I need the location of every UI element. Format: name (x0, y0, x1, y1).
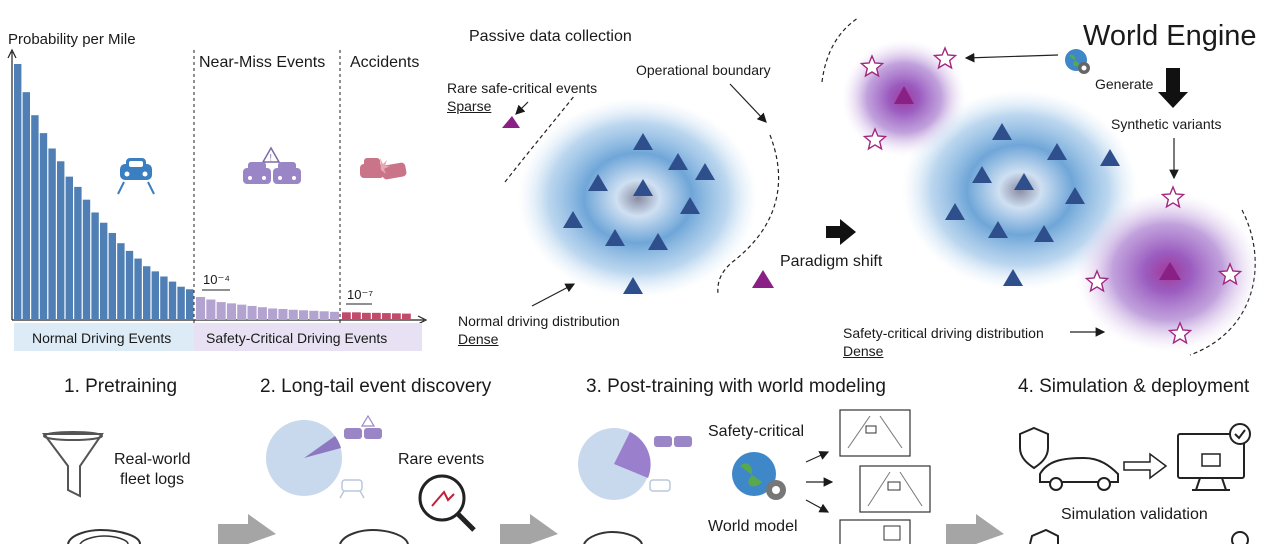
sim-validation-text: Simulation validation (1061, 506, 1208, 524)
bar-1-11 (309, 311, 318, 320)
step-3-title: 3. Post-training with world modeling (586, 376, 886, 398)
bar-0-17 (160, 276, 167, 320)
bar-0-14 (134, 259, 141, 320)
bar-0-18 (169, 282, 176, 320)
pie-chart-post (578, 428, 651, 500)
bar-0-16 (152, 271, 159, 320)
chart-ylabel: Probability per Mile (8, 31, 136, 48)
bar-1-1 (206, 300, 215, 320)
bar-0-3 (40, 133, 47, 320)
bar-1-7 (268, 308, 277, 320)
band-safety-label: Safety-Critical Driving Events (206, 330, 387, 346)
paradigm-shift-label: Paradigm shift (780, 253, 882, 271)
bar-1-4 (237, 305, 246, 320)
scenario-sketch-1 (840, 410, 910, 456)
fleet-logs-line2: fleet logs (120, 471, 184, 489)
bar-2-1 (352, 312, 361, 320)
svg-text:!: ! (270, 153, 273, 163)
pie-cars-icon (344, 416, 382, 439)
bar-1-13 (330, 312, 339, 320)
bar-0-9 (91, 212, 98, 320)
bar-0-15 (143, 266, 150, 320)
bar-0-0 (14, 64, 21, 320)
bar-1-6 (258, 307, 267, 320)
magnifier-icon (420, 476, 474, 530)
rare-events-text: Rare events (398, 451, 484, 469)
rare-event-triangle (502, 116, 520, 128)
bar-2-0 (342, 312, 351, 320)
rare-event-triangle-outside (752, 270, 774, 288)
world-model-globe-icon (732, 452, 786, 500)
accidents-label: Accidents (350, 54, 419, 72)
bar-1-5 (248, 306, 257, 320)
step-1-title: 1. Pretraining (64, 376, 177, 398)
accident-probability-marker: 10⁻⁷ (347, 287, 373, 303)
bar-0-6 (66, 177, 73, 320)
world-engine-title: World Engine (1083, 20, 1257, 53)
rare-events-label: Rare safe-critical events (447, 80, 597, 96)
bar-0-11 (109, 233, 116, 320)
bar-2-4 (382, 313, 391, 320)
bar-0-4 (48, 148, 55, 320)
near-miss-label: Near-Miss Events (199, 54, 325, 72)
bar-1-3 (227, 303, 236, 320)
bar-2-2 (362, 313, 371, 320)
bar-0-7 (74, 187, 81, 320)
bar-1-8 (278, 309, 287, 320)
bar-0-1 (23, 92, 30, 320)
bar-0-20 (186, 289, 193, 320)
pie-chart-rare (266, 420, 342, 496)
generate-arrow (1158, 68, 1188, 108)
bar-0-8 (83, 200, 90, 320)
bar-1-10 (299, 310, 308, 320)
normal-dist-label: Normal driving distribution (458, 313, 620, 329)
band-normal-label: Normal Driving Events (32, 330, 171, 346)
bar-2-6 (402, 314, 411, 320)
safety-critical-text: Safety-critical (708, 423, 804, 441)
post-pie-cars-icon (654, 436, 692, 447)
gray-arrow-3 (946, 514, 1004, 544)
normal-distribution-cloud (518, 98, 758, 298)
bar-2-5 (392, 313, 401, 320)
passive-title: Passive data collection (469, 28, 632, 46)
monitor-check-icon (1178, 424, 1250, 490)
bar-0-12 (117, 243, 124, 320)
bar-1-12 (320, 311, 329, 320)
bar-0-2 (31, 115, 38, 320)
shield-car-icon (1020, 428, 1118, 490)
gray-arrow-2 (500, 514, 558, 544)
near-miss-cars-icon: ! (243, 148, 301, 184)
bar-1-2 (217, 302, 226, 320)
bar-2-3 (372, 313, 381, 320)
bar-0-19 (177, 287, 184, 320)
synthetic-variants-label: Synthetic variants (1111, 116, 1222, 132)
bar-0-13 (126, 251, 133, 320)
rare-events-sparse: Sparse (447, 98, 491, 114)
fleet-logs-line1: Real-world (114, 451, 190, 469)
normal-car-icon (118, 158, 154, 194)
operational-boundary-label: Operational boundary (636, 62, 771, 78)
safety-dist-dense: Dense (843, 343, 883, 359)
bar-0-10 (100, 223, 107, 320)
normal-dist-dense: Dense (458, 331, 498, 347)
bar-0-5 (57, 161, 64, 320)
scenario-sketch-3 (840, 520, 910, 544)
step-4-title: 4. Simulation & deployment (1018, 376, 1249, 398)
scenario-sketch-2 (860, 466, 930, 512)
pie-normal-car-icon (340, 480, 364, 498)
post-pie-normal-car-icon (650, 480, 670, 491)
accident-cars-icon (360, 158, 407, 180)
bar-1-0 (196, 297, 205, 320)
near-miss-probability-marker: 10⁻⁴ (203, 272, 230, 288)
safety-dist-label: Safety-critical driving distribution (843, 325, 1044, 341)
generate-label: Generate (1095, 76, 1153, 92)
step-2-title: 2. Long-tail event discovery (260, 376, 491, 398)
paradigm-shift-arrow (826, 219, 856, 245)
world-model-text: World model (708, 518, 798, 536)
bar-1-9 (289, 310, 298, 320)
gray-arrow-1 (218, 514, 276, 544)
funnel-icon (44, 432, 102, 496)
